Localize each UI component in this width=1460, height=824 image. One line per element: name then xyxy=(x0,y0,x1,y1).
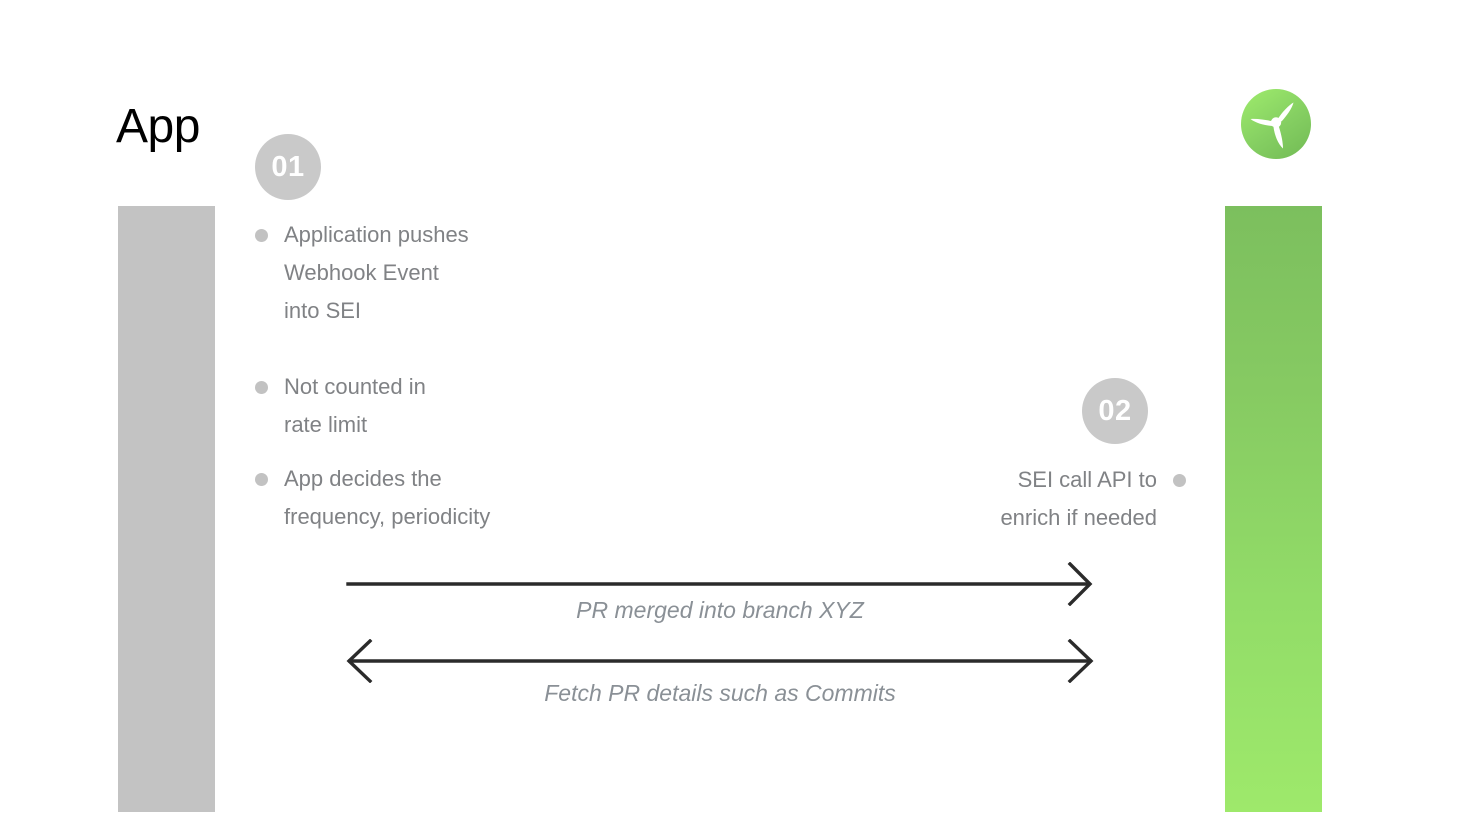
message-arrow-bidirectional xyxy=(340,639,1100,683)
step-badge-01: 01 xyxy=(255,134,321,200)
message-label-merged: PR merged into branch XYZ xyxy=(576,597,864,623)
bullet-dot-icon xyxy=(1173,474,1186,487)
sei-bullet-list: SEI call API to enrich if needed xyxy=(830,461,1186,537)
list-item: App decides the frequency, periodicity xyxy=(255,460,675,536)
bullet-dot-icon xyxy=(255,381,268,394)
list-item: Application pushes Webhook Event into SE… xyxy=(255,216,675,330)
message-label-fetch: Fetch PR details such as Commits xyxy=(544,680,896,706)
page-title: App xyxy=(116,100,200,153)
bullet-text: Application pushes Webhook Event into SE… xyxy=(284,222,469,323)
bullet-text: Not counted in rate limit xyxy=(284,374,426,437)
step-badge-02: 02 xyxy=(1082,378,1148,444)
app-bullet-list: Application pushes Webhook Event into SE… xyxy=(255,216,675,552)
list-item: Not counted in rate limit xyxy=(255,368,675,444)
message-arrow-right xyxy=(340,562,1100,606)
bullet-text: SEI call API to enrich if needed xyxy=(1000,467,1157,530)
list-item: SEI call API to enrich if needed xyxy=(830,461,1186,537)
bullet-dot-icon xyxy=(255,229,268,242)
bullet-dot-icon xyxy=(255,473,268,486)
sei-lifeline-bar xyxy=(1225,206,1322,812)
bullet-text: App decides the frequency, periodicity xyxy=(284,466,491,529)
propeller-logo xyxy=(1240,88,1312,160)
app-lifeline-bar xyxy=(118,206,215,812)
